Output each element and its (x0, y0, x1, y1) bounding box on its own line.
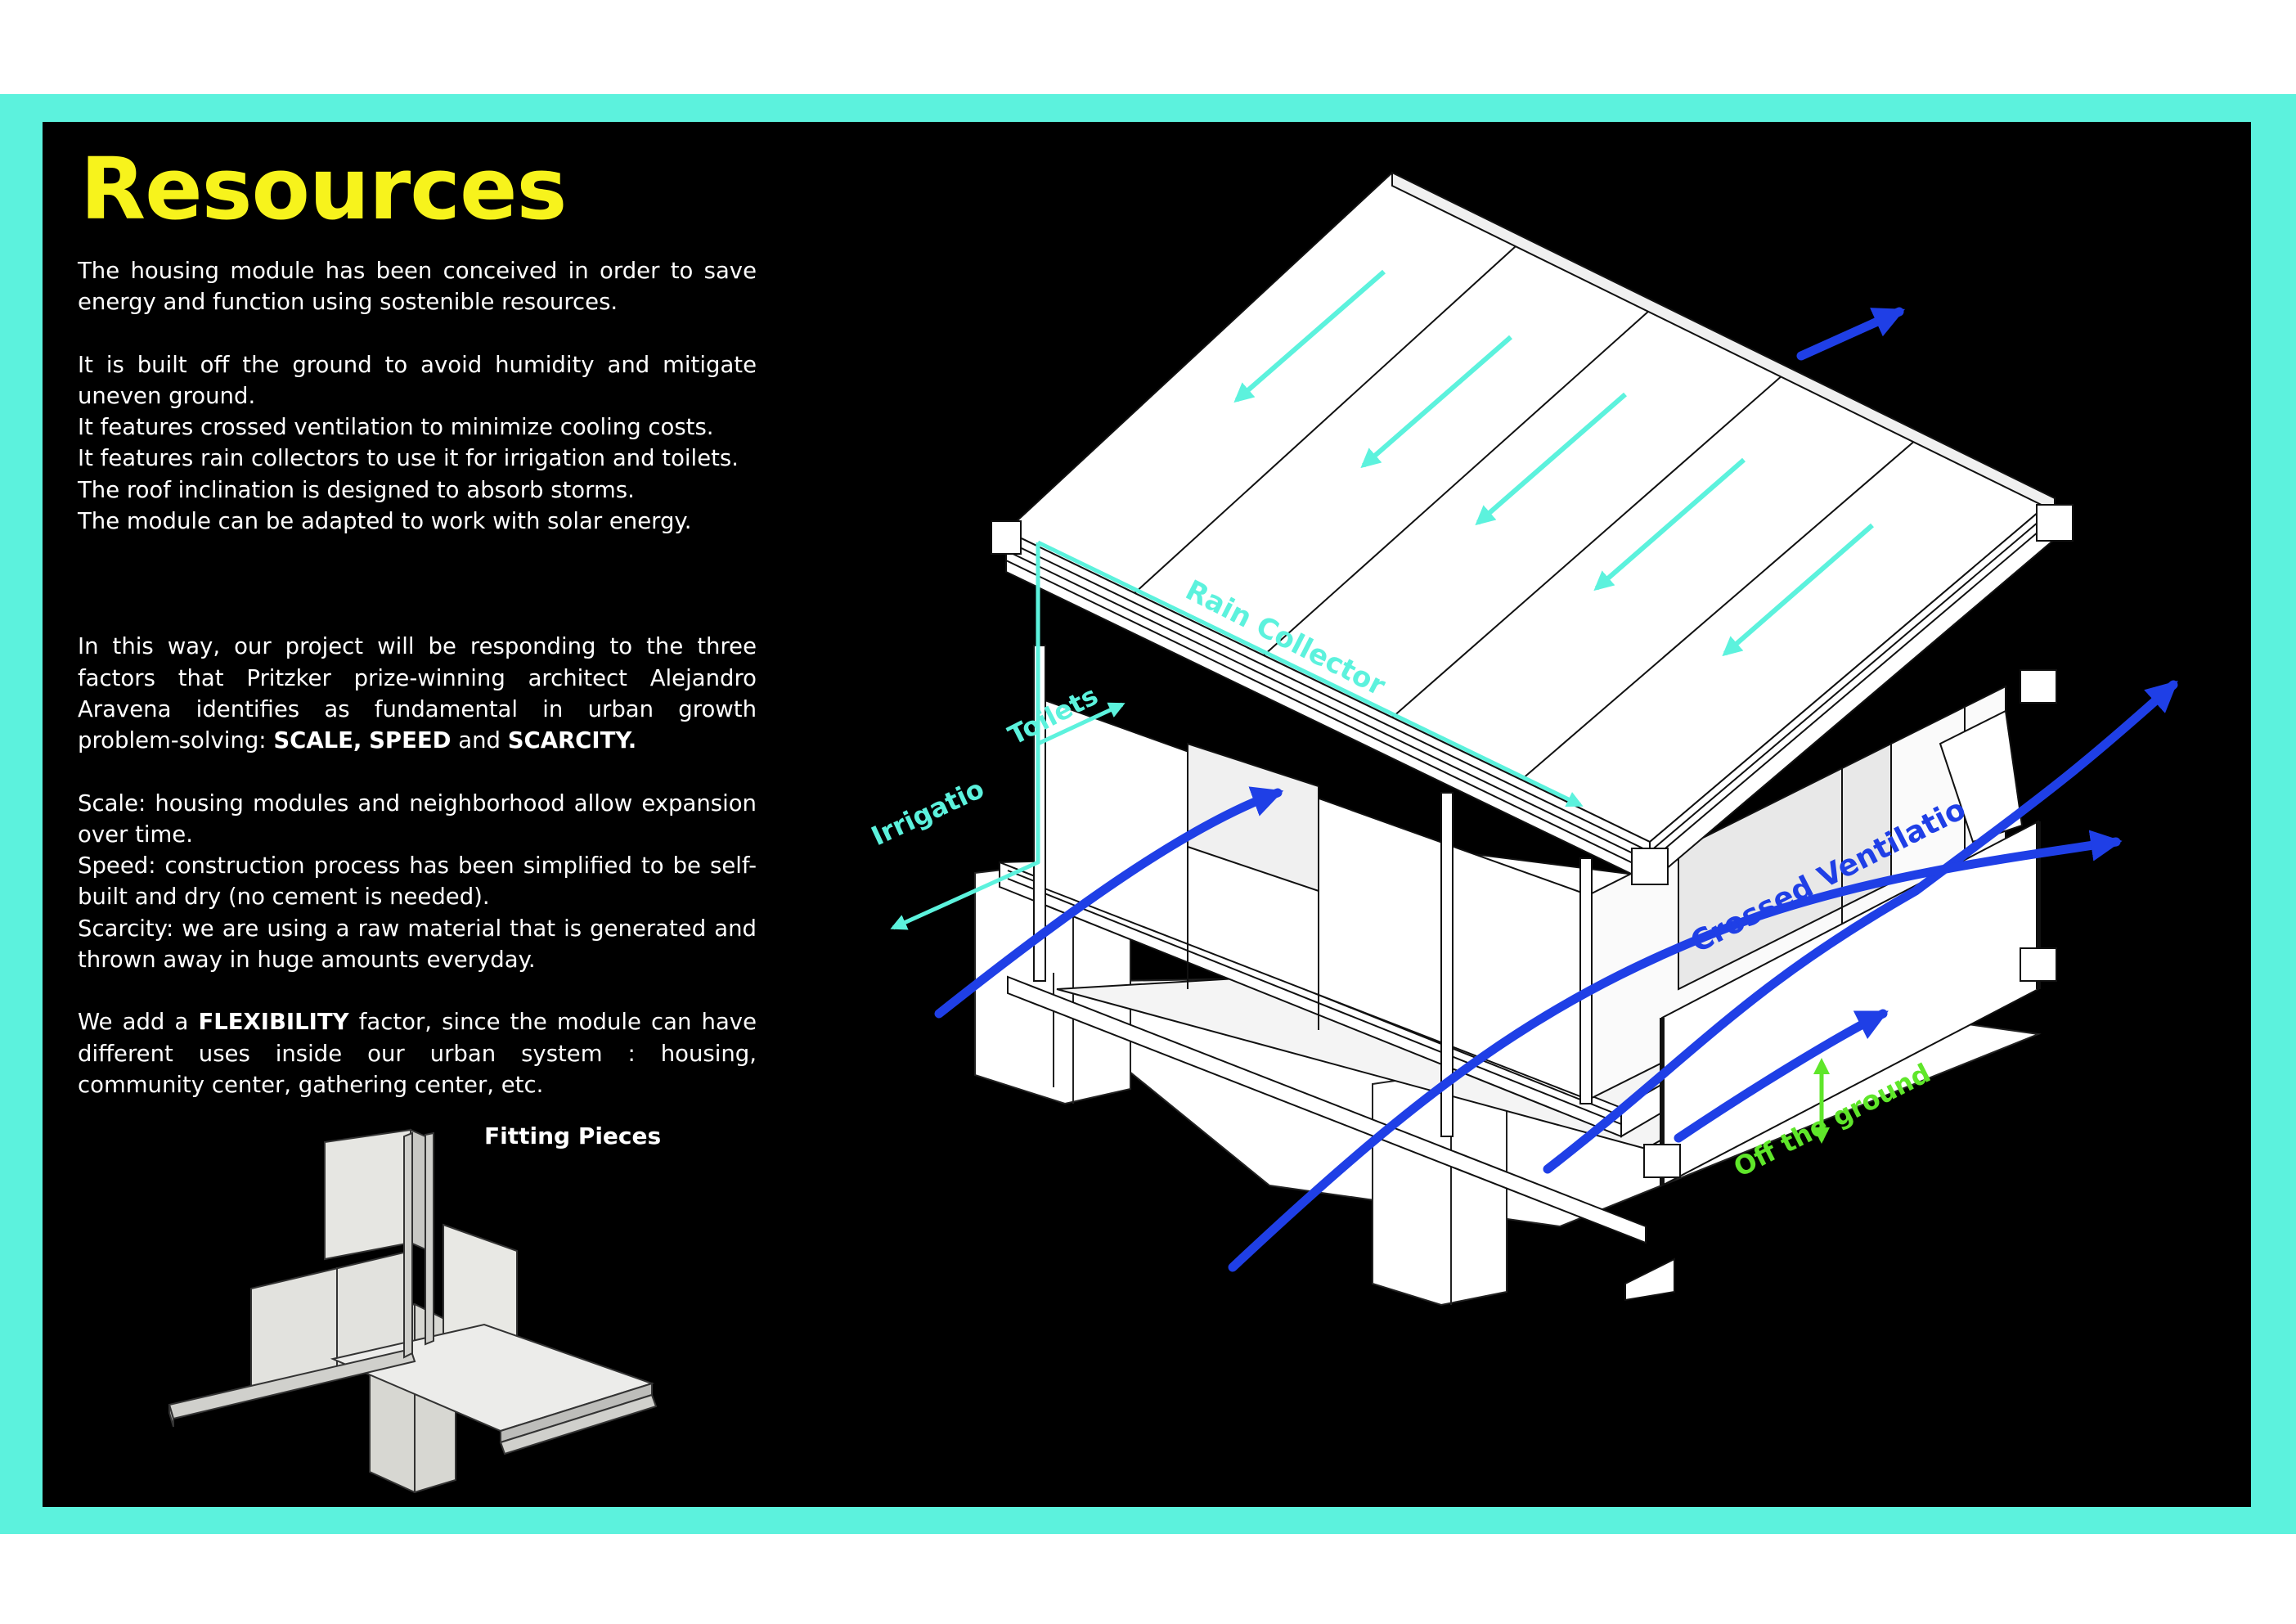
factors-paragraph: In this way, our project will be respond… (78, 633, 757, 754)
definition-speed: Speed: construction process has been sim… (78, 852, 757, 911)
intro-roof: The roof inclination is designed to abso… (78, 476, 635, 503)
definition-scale: Scale: housing modules and neighborhood … (78, 790, 757, 848)
module-diagram: Rain Collectors Toilets Irrigation Cross… (43, 122, 2178, 1494)
page-title: Resources (80, 139, 567, 239)
structure-beams (1007, 645, 2024, 1302)
rain-flow-arrows (1233, 269, 1874, 657)
intro-solar: The module can be adapted to work with s… (78, 508, 692, 535)
intro-paragraph: The housing module has been conceived in… (78, 258, 757, 316)
factor-scale: SCALE, (273, 727, 362, 754)
roof (991, 171, 2074, 1178)
intro-rain: It features rain collectors to use it fo… (78, 445, 739, 472)
poster-panel: Resources The housing module has been co… (43, 122, 2251, 1507)
factor-speed: SPEED (369, 727, 452, 754)
intro-off-ground: It is built off the ground to avoid humi… (78, 351, 757, 409)
definition-scarcity: Scarcity: we are using a raw material th… (78, 915, 757, 974)
intro-ventilation: It features crossed ventilation to minim… (78, 414, 714, 441)
fitting-pieces-illustration (168, 1128, 658, 1494)
label-irrigation: Irrigation (43, 122, 989, 852)
fitting-pieces-caption: Fitting Pieces (484, 1122, 662, 1149)
flexibility-word: FLEXIBILITY (198, 1009, 349, 1036)
flexibility-paragraph: We add a FLEXIBILITY factor, since the m… (78, 1009, 757, 1098)
description-text: The housing module has been conceived in… (78, 255, 757, 1100)
rain-collector-pipes (890, 540, 1584, 930)
ventilation-arrows (934, 307, 2178, 1272)
factor-scarcity: SCARCITY. (507, 727, 637, 754)
